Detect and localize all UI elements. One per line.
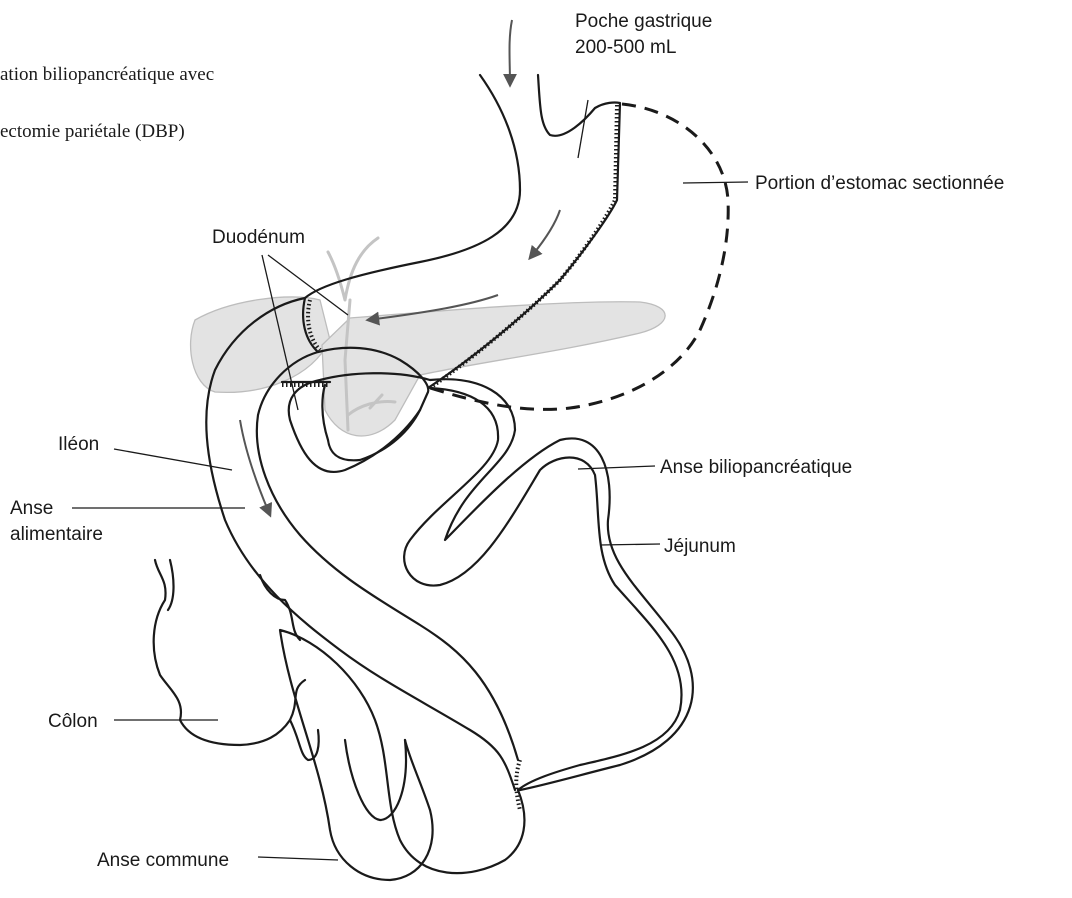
- label-duodenum: Duodénum: [212, 227, 305, 248]
- flow-arrow-pouch: [530, 210, 560, 258]
- background-organs: [191, 238, 666, 436]
- colon: [154, 560, 319, 760]
- label-anse-biliopancreatique: Anse biliopancréatique: [660, 457, 852, 478]
- label-anse-alimentaire-1: Anse: [10, 498, 53, 519]
- label-colon: Côlon: [48, 711, 98, 732]
- label-jejunum: Jéjunum: [664, 536, 736, 557]
- label-poche-volume: 200-500 mL: [575, 37, 676, 58]
- flow-arrow-esophagus: [510, 20, 513, 85]
- label-anse-alimentaire-2: alimentaire: [10, 524, 103, 545]
- label-portion-estomac: Portion d’estomac sectionnée: [755, 173, 1004, 194]
- label-poche-gastrique: Poche gastrique: [575, 11, 712, 32]
- labels: Poche gastrique 200-500 mL Portion d’est…: [10, 11, 1004, 871]
- label-anse-commune: Anse commune: [97, 850, 229, 871]
- label-ileon: Iléon: [58, 434, 99, 455]
- flow-arrow-alimentary: [240, 420, 270, 515]
